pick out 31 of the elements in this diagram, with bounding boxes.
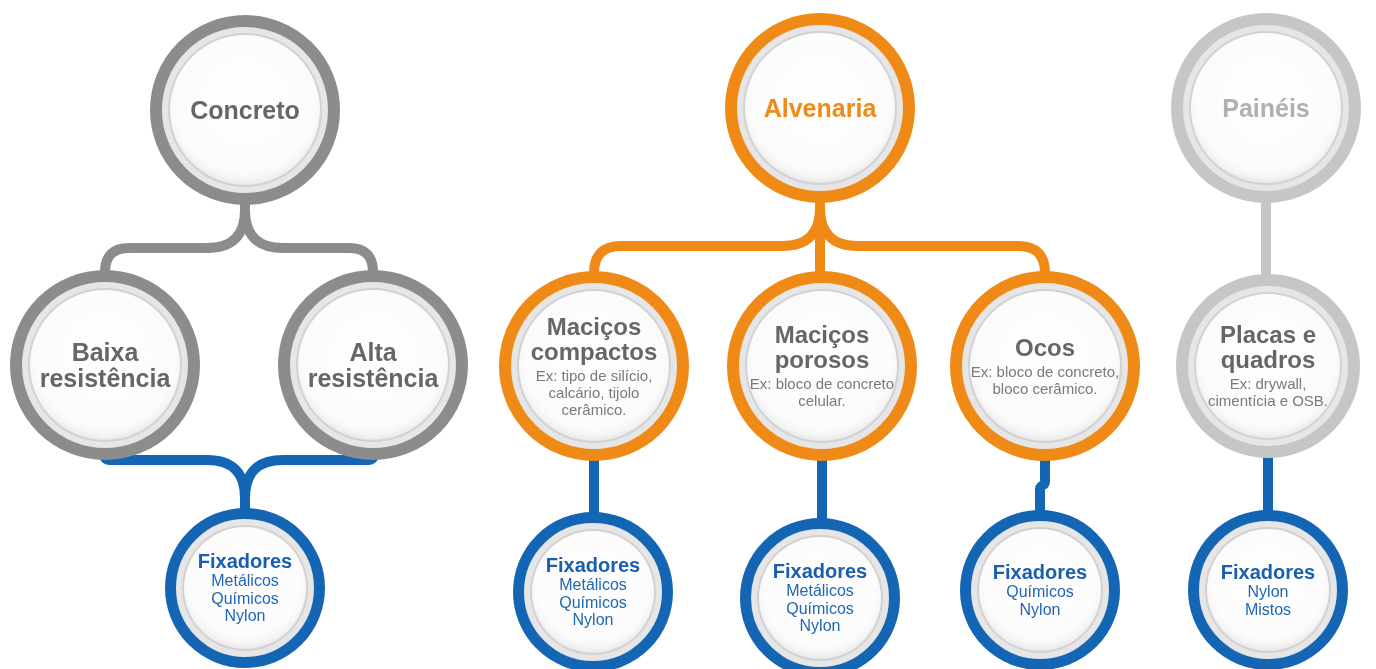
node-title: Painéis	[1221, 94, 1311, 122]
node-title: Alta resistência	[306, 338, 440, 392]
node-title: Fixadores	[771, 560, 869, 582]
fastener-type: Nylon	[223, 607, 267, 626]
node-title: Fixadores	[1219, 561, 1317, 583]
node-title: Placas e quadros	[1218, 322, 1318, 373]
fastener-type: Químicos	[558, 593, 628, 612]
fastener-type: Nylon	[1246, 582, 1290, 601]
node-title: Fixadores	[196, 550, 294, 572]
node-description: Ex: tipo de silício, calcário, tijolo cerâmico.	[534, 368, 654, 419]
node-description: Ex: bloco de concreto celular.	[748, 376, 896, 410]
node-title: Alvenaria	[762, 94, 878, 122]
fastener-type: Metálicos	[785, 581, 855, 600]
node-title: Fixadores	[544, 554, 642, 576]
fastener-type: Mistos	[1243, 600, 1293, 619]
node-title: Fixadores	[991, 561, 1089, 583]
node-description: Ex: bloco de concreto, bloco cerâmico.	[970, 363, 1120, 398]
node-title: Ocos	[1014, 334, 1076, 360]
fastener-type: Químicos	[785, 599, 855, 618]
fastener-type: Nylon	[1018, 600, 1062, 619]
node-title: Maciços porosos	[773, 322, 871, 373]
fastener-type: Nylon	[571, 611, 615, 630]
node-title: Concreto	[189, 96, 301, 124]
fastener-type: Metálicos	[558, 575, 628, 594]
fastener-type: Metálicos	[210, 571, 280, 590]
fastener-type: Químicos	[1005, 582, 1075, 601]
fastener-type: Nylon	[798, 617, 842, 636]
node-title: Baixa resistência	[38, 338, 172, 392]
node-title: Maciços compactos	[529, 313, 659, 364]
node-description: Ex: drywall, cimentícia e OSB.	[1206, 376, 1329, 410]
fastener-type: Químicos	[210, 589, 280, 608]
